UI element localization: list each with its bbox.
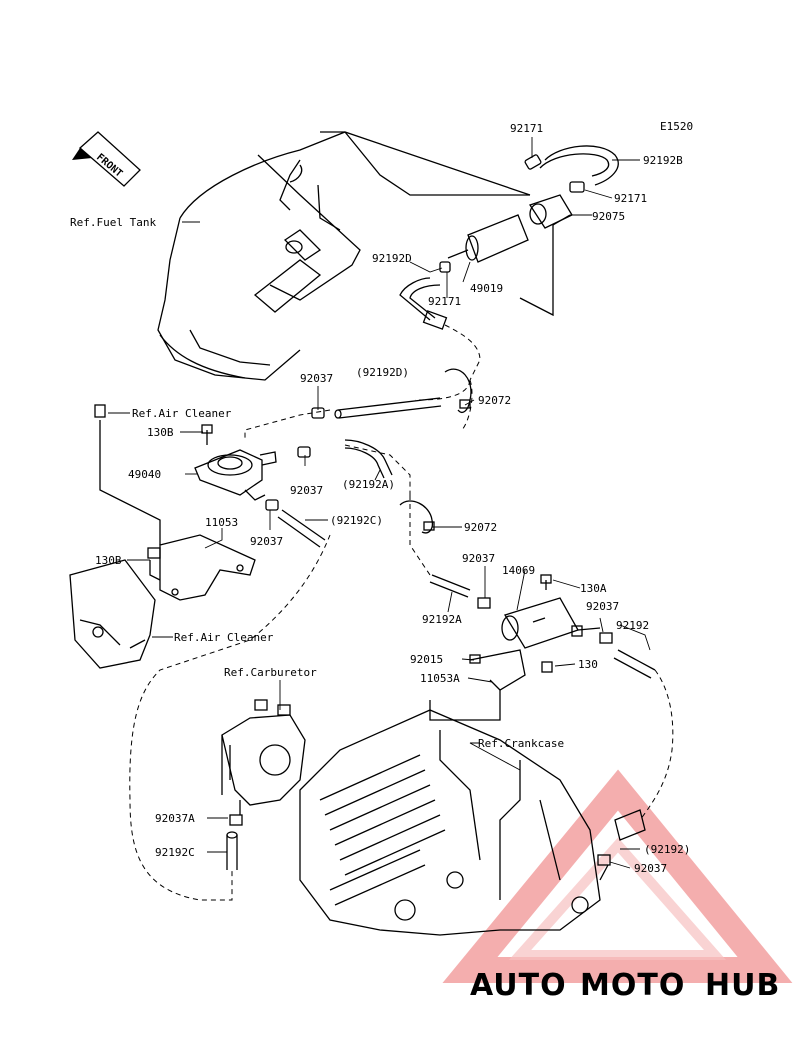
part-92192-paren: (92192) <box>644 843 690 856</box>
part-11053A: 11053A <box>420 672 460 685</box>
clamp-92072-b <box>399 500 435 534</box>
fuel-pump-14069 <box>429 574 613 721</box>
part-92192A-paren: (92192A) <box>342 478 395 491</box>
ref-fuel-tank: Ref.Fuel Tank <box>70 216 156 229</box>
part-14069: 14069 <box>502 564 535 577</box>
part-92192A: 92192A <box>422 613 462 626</box>
watermark-part1: AUTO <box>470 968 567 1003</box>
fuel-tank-drawing <box>157 131 531 381</box>
part-92171-c: 92171 <box>428 295 461 308</box>
diagram-code: E1520 <box>660 120 693 133</box>
part-92192C: 92192C <box>155 846 195 859</box>
part-92015: 92015 <box>410 653 443 666</box>
clamp-92072-a <box>444 368 472 413</box>
part-92037A: 92037A <box>155 812 195 825</box>
ref-crankcase: Ref.Crankcase <box>478 737 564 750</box>
part-92171-a: 92171 <box>510 122 543 135</box>
ref-carburetor: Ref.Carburetor <box>224 666 317 679</box>
part-49019: 49019 <box>470 282 503 295</box>
part-130B-a: 130B <box>147 426 174 439</box>
crankcase-drawing <box>299 709 646 936</box>
watermark-part3: HUB <box>705 968 780 1003</box>
ref-air-cleaner-lower: Ref.Air Cleaner <box>174 631 274 644</box>
part-92072-a: 92072 <box>478 394 511 407</box>
part-92192: 92192 <box>616 619 649 632</box>
ref-air-cleaner-upper: Ref.Air Cleaner <box>132 407 232 420</box>
part-92037-a: 92037 <box>300 372 333 385</box>
part-92037-e: 92037 <box>586 600 619 613</box>
part-92075: 92075 <box>592 210 625 223</box>
part-92037-f: 92037 <box>634 862 667 875</box>
watermark-text: AUTO MOTO HUB <box>470 968 780 1003</box>
front-arrow-icon: FRONT <box>72 131 141 187</box>
upper-fuel-line <box>399 145 619 330</box>
part-92192B: 92192B <box>643 154 683 167</box>
part-49040: 49040 <box>128 468 161 481</box>
air-cleaner-ref-drawing <box>69 559 156 669</box>
carburetor-drawing <box>221 699 306 870</box>
fuel-pump-49040 <box>194 424 277 501</box>
part-11053: 11053 <box>205 516 238 529</box>
leader-lines <box>108 137 651 869</box>
part-92037-c: 92037 <box>250 535 283 548</box>
part-130: 130 <box>578 658 598 671</box>
part-92072-b: 92072 <box>464 521 497 534</box>
part-92192C-paren: (92192C) <box>330 514 383 527</box>
part-130B-b: 130B <box>95 554 122 567</box>
part-92192D: 92192D <box>372 252 412 265</box>
part-92037-d: 92037 <box>462 552 495 565</box>
part-92171-b: 92171 <box>614 192 647 205</box>
part-92192D-paren: (92192D) <box>356 366 409 379</box>
part-92037-b: 92037 <box>290 484 323 497</box>
watermark-logo <box>442 769 793 983</box>
watermark-part2: MOTO <box>580 968 685 1003</box>
bracket-11053 <box>94 404 256 601</box>
part-130A: 130A <box>580 582 607 595</box>
middle-hoses <box>265 397 656 679</box>
